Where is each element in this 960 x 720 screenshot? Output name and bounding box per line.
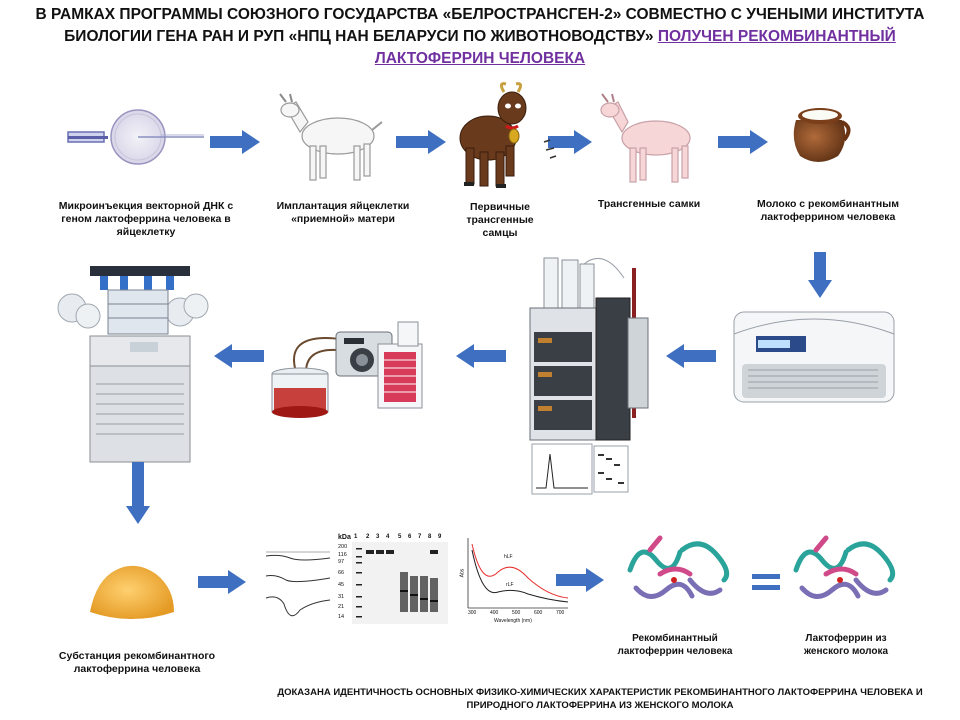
gel-marker: 66 <box>338 570 345 576</box>
absorption-plot: Abs hLF rLF 300 400 500 600 700 Waveleng… <box>458 534 570 626</box>
arrow-left-icon <box>456 344 506 368</box>
gel-marker: 21 <box>338 604 345 610</box>
arrow-right-icon <box>210 130 260 154</box>
equals-sign-icon <box>752 574 780 590</box>
page-title: В РАМКАХ ПРОГРАММЫ СОЮЗНОГО ГОСУДАРСТВА … <box>0 4 960 70</box>
gel-marker: 45 <box>338 582 345 588</box>
arrow-right-icon <box>396 130 446 154</box>
arrow-right-icon <box>718 130 768 154</box>
plot-xtick: 700 <box>556 610 565 616</box>
arrow-right-icon <box>198 570 246 594</box>
gel-image: kDa 1 2 3 4 5 6 7 8 9 200 116 97 66 45 3… <box>338 534 448 624</box>
conclusion-text: ДОКАЗАНА ИДЕНТИЧНОСТЬ ОСНОВНЫХ ФИЗИКО-ХИ… <box>250 686 950 712</box>
spectra-plot-icon <box>260 534 336 624</box>
caption-recombinant-lf: Рекомбинантный лактоферрин человека <box>617 633 733 657</box>
absorption-curves <box>467 538 569 609</box>
gel-marker: 31 <box>338 594 345 600</box>
gel-marker: 97 <box>338 559 345 565</box>
centrifuge-icon <box>733 311 895 403</box>
protein-structure-icon <box>793 535 896 599</box>
plot-xtick: 600 <box>534 610 543 616</box>
pink-goat-icon <box>600 93 691 183</box>
plot-xtick: 300 <box>468 610 477 616</box>
caption-milk: Молоко с рекомбинантным лактоферрином че… <box>756 198 899 223</box>
caption-implantation: Имплантация яйцеклетки «приемной» матери <box>276 200 410 225</box>
gel-bands <box>352 542 448 624</box>
plot-xtick: 400 <box>490 610 499 616</box>
chromatography-system-icon <box>529 257 649 495</box>
title-highlight-1: ПОЛУЧЕН РЕКОМБИНАНТНЫЙ <box>657 28 896 45</box>
caption-substance: Субстанция рекомбинантного лактоферрина … <box>58 650 216 675</box>
caption-microinjection: Микроинъекция векторной ДНК с геном лакт… <box>58 200 234 238</box>
milk-jug-icon <box>793 108 851 162</box>
arrow-down-icon <box>126 462 150 524</box>
plot-ylabel: Abs <box>459 568 466 578</box>
title-line-1: В РАМКАХ ПРОГРАММЫ СОЮЗНОГО ГОСУДАРСТВА … <box>35 6 925 23</box>
powder-pile-icon <box>90 565 174 619</box>
gel-marker: 116 <box>338 552 347 558</box>
gel-lane-3: 3 <box>376 534 380 540</box>
motion-lines-icon <box>543 139 557 159</box>
egg-microinjection-icon <box>67 109 204 165</box>
gel-lane-4: 4 <box>386 534 390 540</box>
arrow-down-icon <box>808 252 832 298</box>
gel-marker: 200 <box>338 544 348 550</box>
conclusion-line-2: ПРИРОДНОГО ЛАКТОФЕРРИНА ИЗ ЖЕНСКОГО МОЛО… <box>466 700 734 711</box>
title-line-2: БИОЛОГИИ ГЕНА РАН И РУП «НПЦ НАН БЕЛАРУС… <box>64 28 896 45</box>
plot-xlabel: Wavelength (nm) <box>494 618 532 624</box>
gel-kda-label: kDa <box>338 534 351 541</box>
gel-lane-2: 2 <box>366 534 370 540</box>
gel-lane-1: 1 <box>354 534 358 540</box>
arrow-right-icon <box>548 130 592 154</box>
gel-lane-7: 7 <box>418 534 422 540</box>
protein-structure-icon <box>627 535 730 599</box>
conclusion-line-1: ДОКАЗАНА ИДЕНТИЧНОСТЬ ОСНОВНЫХ ФИЗИКО-ХИ… <box>277 687 923 698</box>
arrow-left-icon <box>666 344 716 368</box>
arrow-left-icon <box>214 344 264 368</box>
white-goat-icon <box>279 93 383 181</box>
brown-goat-icon <box>459 82 527 188</box>
freeze-dryer-icon <box>57 266 209 463</box>
gel-lane-9: 9 <box>438 534 442 540</box>
gel-lane-8: 8 <box>428 534 432 540</box>
caption-females: Трансгенные самки <box>597 198 701 210</box>
caption-human-lf: Лактоферрин из женского молока <box>803 633 889 657</box>
arrow-right-icon <box>556 568 604 592</box>
gel-lane-6: 6 <box>408 534 412 540</box>
curve-label-a: hLF <box>504 554 513 560</box>
plot-xtick: 500 <box>512 610 521 616</box>
gel-marker: 14 <box>338 614 345 620</box>
caption-males: Первичные трансгенные самцы <box>466 201 534 239</box>
title-highlight-2: ЛАКТОФЕРРИН ЧЕЛОВЕКА <box>374 50 586 67</box>
gel-lane-5: 5 <box>398 534 402 540</box>
filtration-setup-icon <box>271 321 423 418</box>
curve-label-b: rLF <box>506 582 514 588</box>
